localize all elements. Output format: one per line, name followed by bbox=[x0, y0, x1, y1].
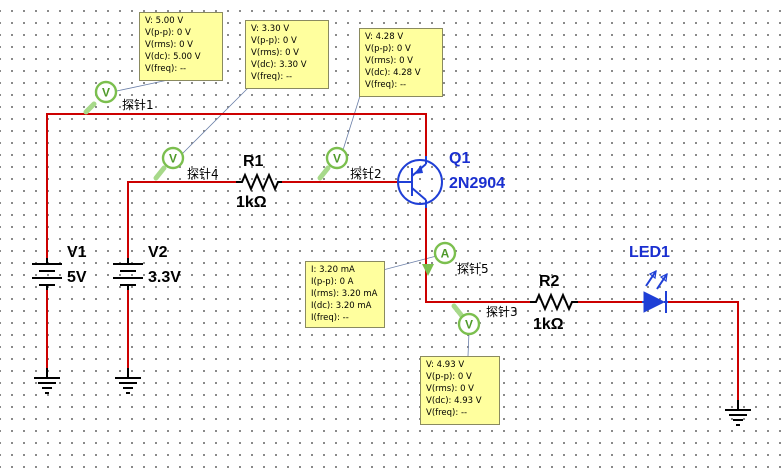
probe-3-label: 探针3 bbox=[486, 304, 518, 319]
battery-v1[interactable] bbox=[32, 258, 62, 290]
readout-line: V: 5.00 V bbox=[145, 16, 184, 26]
battery-v2[interactable] bbox=[113, 258, 143, 290]
readout-line: V(freq): -- bbox=[145, 64, 187, 74]
ammeter-icon: A bbox=[441, 247, 450, 261]
readout-line: V(p-p): 0 V bbox=[426, 372, 472, 382]
readout-line: I(dc): 3.20 mA bbox=[311, 301, 372, 311]
wire-v1-emitter bbox=[46, 113, 427, 258]
led1-name: LED1 bbox=[629, 244, 670, 261]
wire-v2-r1 bbox=[127, 181, 236, 258]
v1-name: V1 bbox=[67, 244, 87, 261]
readout-probe-1: V: 5.00 V V(p-p): 0 V V(rms): 0 V V(dc):… bbox=[139, 12, 223, 81]
readout-line: V: 3.30 V bbox=[251, 24, 290, 34]
readout-line: V(p-p): 0 V bbox=[365, 44, 411, 54]
r2-name: R2 bbox=[539, 273, 560, 290]
readout-line: V: 4.28 V bbox=[365, 32, 404, 42]
readout-line: V(dc): 4.93 V bbox=[426, 396, 482, 406]
led-led1[interactable] bbox=[642, 269, 668, 313]
v1-value: 5V bbox=[67, 269, 87, 286]
probe-leader-lines bbox=[111, 79, 470, 357]
ground-icon-led bbox=[725, 400, 751, 426]
light-emission-icon bbox=[645, 269, 668, 290]
transistor-q1[interactable] bbox=[397, 156, 443, 208]
readout-line: V(freq): -- bbox=[365, 80, 407, 90]
probe-1-label: 探针1 bbox=[122, 97, 154, 112]
r1-value: 1kΩ bbox=[236, 194, 267, 211]
emitter-arrow-icon bbox=[414, 165, 423, 174]
wire-led-ground bbox=[668, 301, 739, 400]
probe-2[interactable]: V 探针2 bbox=[317, 146, 382, 181]
voltmeter-icon: V bbox=[169, 152, 177, 166]
probe-5[interactable]: A 探针5 bbox=[422, 241, 489, 276]
readout-line: V(rms): 0 V bbox=[251, 48, 299, 58]
readout-line: V: 4.93 V bbox=[426, 360, 465, 370]
voltmeter-icon: V bbox=[465, 318, 473, 332]
readout-line: I(freq): -- bbox=[311, 313, 349, 323]
readout-line: V(dc): 3.30 V bbox=[251, 60, 307, 70]
resistor-r1[interactable] bbox=[236, 172, 282, 192]
readout-line: V(p-p): 0 V bbox=[145, 28, 191, 38]
voltmeter-icon: V bbox=[333, 152, 341, 166]
v2-name: V2 bbox=[148, 244, 168, 261]
ground-icon-v2 bbox=[115, 368, 141, 394]
readout-probe-2: V: 4.28 V V(p-p): 0 V V(rms): 0 V V(dc):… bbox=[359, 28, 443, 97]
v2-value: 3.3V bbox=[148, 269, 181, 286]
readout-line: V(p-p): 0 V bbox=[251, 36, 297, 46]
probe-5-label: 探针5 bbox=[457, 261, 489, 276]
r2-value: 1kΩ bbox=[533, 316, 564, 333]
probe-4-label: 探针4 bbox=[187, 166, 219, 181]
readout-line: I(rms): 3.20 mA bbox=[311, 289, 378, 299]
readout-line: V(rms): 0 V bbox=[145, 40, 193, 50]
readout-line: V(freq): -- bbox=[426, 408, 468, 418]
probe-2-label: 探针2 bbox=[350, 166, 382, 181]
readout-line: V(dc): 5.00 V bbox=[145, 52, 201, 62]
readout-probe-4: V: 3.30 V V(p-p): 0 V V(rms): 0 V V(dc):… bbox=[245, 20, 329, 89]
r1-name: R1 bbox=[243, 153, 264, 170]
wires bbox=[46, 113, 739, 400]
readout-probe-5: I: 3.20 mA I(p-p): 0 A I(rms): 3.20 mA I… bbox=[305, 261, 385, 328]
readout-line: V(rms): 0 V bbox=[365, 56, 413, 66]
wire-collector-r2 bbox=[425, 208, 530, 303]
probe-3[interactable]: V 探针3 bbox=[451, 303, 518, 336]
readout-line: V(freq): -- bbox=[251, 72, 293, 82]
readout-line: I: 3.20 mA bbox=[311, 265, 355, 275]
probe-1[interactable]: V 探针1 bbox=[83, 80, 154, 115]
voltmeter-icon: V bbox=[102, 86, 110, 100]
resistor-r2[interactable] bbox=[530, 292, 578, 312]
readout-line: I(p-p): 0 A bbox=[311, 277, 354, 287]
ground-icon-v1 bbox=[34, 368, 60, 394]
q1-model: 2N2904 bbox=[449, 175, 505, 192]
q1-name: Q1 bbox=[449, 150, 470, 167]
probe-4[interactable]: V 探针4 bbox=[153, 146, 219, 181]
readout-line: V(rms): 0 V bbox=[426, 384, 474, 394]
readout-probe-3: V: 4.93 V V(p-p): 0 V V(rms): 0 V V(dc):… bbox=[420, 356, 500, 425]
readout-line: V(dc): 4.28 V bbox=[365, 68, 421, 78]
